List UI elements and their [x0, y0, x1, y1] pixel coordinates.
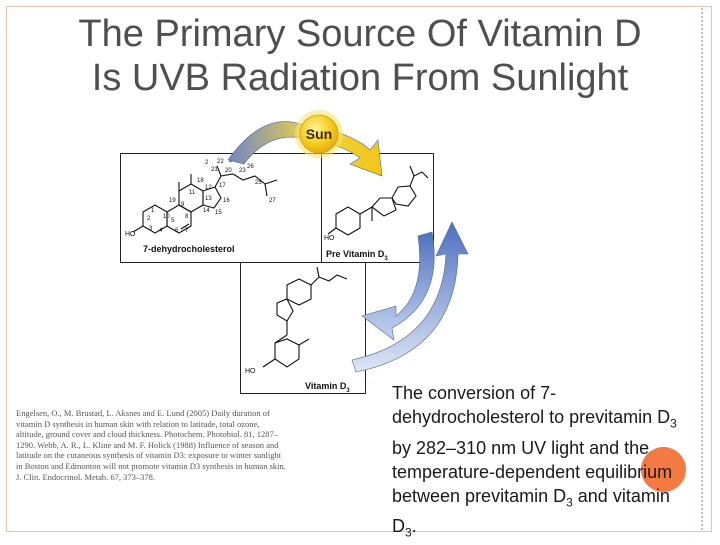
atom-label: 27 [269, 198, 276, 204]
panel-label-previtamin-d3: Pre Vitamin D3 [326, 249, 388, 262]
title-line-2: Is UVB Radiation From Sunlight [91, 57, 629, 99]
caption-subscript: 3 [566, 495, 573, 510]
panel-label-7-dehydrocholesterol: 7-dehydrocholesterol [143, 244, 235, 254]
panel-label-vitamin-d3: Vitamin D3 [305, 381, 350, 394]
panel-vitamin-d3: HO Vitamin D3 [240, 262, 366, 394]
molecule-previtamin-d3: HO [324, 165, 429, 242]
atom-label: 15 [215, 210, 222, 216]
molecule-vitamin-d3: HO [245, 266, 348, 375]
atom-label: 21 [211, 167, 218, 173]
decorative-orange-circle [641, 447, 686, 492]
atom-label: 16 [223, 198, 230, 204]
reference-citations: Engelsen, O., M. Brustad, L. Aksnes and … [16, 408, 286, 482]
atom-label: 3 [149, 226, 153, 232]
caption-text-part: and vitamin D [392, 485, 670, 537]
panel-previtamin-d3: HO Pre Vitamin D3 [321, 153, 434, 263]
label-subscript: 3 [346, 387, 350, 394]
atom-label: 23 [239, 168, 246, 174]
atom-label: 13 [205, 196, 212, 202]
label-main: Pre Vitamin D [326, 249, 385, 259]
title-line-1: The Primary Source Of Vitamin D [78, 13, 642, 55]
atom-label: 2 [147, 216, 151, 222]
caption-text-part: The conversion of 7-dehydrocholesterol t… [392, 383, 671, 427]
atom-label: 24 [229, 158, 236, 164]
caption-text-part: . [411, 516, 417, 537]
caption-subscript: 3 [405, 525, 412, 540]
caption-subscript: 3 [670, 416, 677, 431]
ho-label: HO [125, 231, 136, 238]
atom-label: 11 [189, 190, 196, 196]
slide-frame-dotted-edge [701, 8, 704, 530]
label-subscript: 3 [384, 255, 388, 262]
figure-caption: The conversion of 7-dehydrocholesterol t… [392, 381, 692, 545]
atom-label: 20 [225, 168, 232, 174]
atom-label: 6 [175, 228, 179, 234]
atom-label: 10 [163, 214, 170, 220]
atom-label: 12 [205, 185, 212, 191]
slide-title: The Primary Source Of Vitamin D Is UVB R… [18, 12, 702, 100]
atom-label: 7 [185, 228, 189, 234]
atom-label: 14 [203, 208, 210, 214]
caption-text-part: by 282–310 nm UV light and the temperatu… [392, 437, 673, 506]
atom-label: 9 [181, 202, 185, 208]
atom-label: 19 [169, 198, 176, 204]
atom-label: 26 [247, 164, 254, 170]
atom-label: 8 [185, 214, 189, 220]
ho-label: HO [245, 368, 256, 375]
label-main: Vitamin D [305, 381, 347, 391]
atom-label: 22 [217, 159, 224, 165]
atom-label: 4 [159, 228, 163, 234]
atom-label: 5 [171, 218, 175, 224]
panel-7-dehydrocholesterol: 2 22 24 21 20 23 26 25 18 12 17 11 13 16… [120, 153, 322, 263]
slide-frame [6, 6, 712, 532]
atom-label: 17 [219, 183, 226, 189]
atom-label: 25 [255, 180, 262, 186]
ho-label: HO [324, 235, 335, 242]
atom-label: 18 [197, 178, 204, 184]
atom-label: 1 [151, 208, 155, 214]
atom-label: 2 [205, 160, 209, 166]
